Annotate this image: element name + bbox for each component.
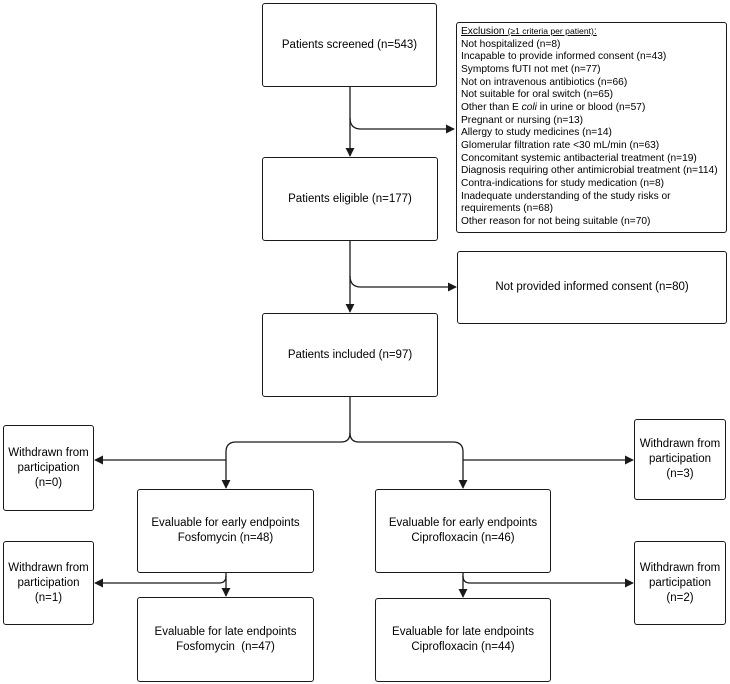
exclusion-item: Inadequate understanding of the study ri… <box>461 190 671 215</box>
late-cipro-line2: Ciprofloxacin (n=44) <box>411 641 515 653</box>
exclusion-title: Exclusion (≥1 criteria per patient): <box>461 26 597 37</box>
exclusion-item: Glomerular filtration rate <30 mL/min (n… <box>461 139 660 151</box>
label-patients-screened: Patients screened (n=543) <box>281 38 418 51</box>
box-not-provided-consent: Not provided informed consent (n=80) <box>457 251 727 324</box>
box-patients-included: Patients included (n=97) <box>262 313 438 397</box>
withdrawn-bottom-left-line2: participation <box>17 576 80 589</box>
box-early-fosfomycin: Evaluable for early endpoints Fosfomycin… <box>137 489 314 573</box>
withdrawn-bottom-right-line1: Withdrawn from <box>639 561 721 574</box>
box-withdrawn-top-left: Withdrawn from participation (n=0) <box>3 425 94 511</box>
exclusion-item: Symptoms fUTI not met (n=77) <box>461 63 601 75</box>
split-included <box>221 397 351 489</box>
early-fosfo-line2: Fosfomycin (n=48) <box>177 532 274 544</box>
withdrawn-top-left-line1: Withdrawn from <box>8 446 89 459</box>
box-withdrawn-bottom-left: Withdrawn from participation (n=1) <box>3 541 94 625</box>
arrow-withdrawn-bottom-right <box>462 575 634 588</box>
arrow-to-not-consented <box>349 275 457 292</box>
exclusion-item: Not hospitalized (n=8) <box>461 38 561 50</box>
arrow-withdrawn-bottom-left <box>94 575 227 588</box>
box-late-ciprofloxacin: Evaluable for late endpoints Ciprofloxac… <box>375 598 551 682</box>
early-cipro-line2: Ciprofloxacin (n=46) <box>411 532 515 544</box>
exclusion-item: Allergy to study medicines (n=14) <box>461 127 612 139</box>
exclusion-item: Not suitable for oral switch (n=65) <box>461 89 614 101</box>
exclusion-item: Not on intravenous antibiotics (n=66) <box>461 76 628 88</box>
box-exclusion: Exclusion (≥1 criteria per patient): Not… <box>456 22 727 233</box>
exclusion-item: Concomitant systemic antibacterial treat… <box>461 152 697 164</box>
withdrawn-top-right-line3: (n=3) <box>666 468 694 480</box>
exclusion-item: Contra-indications for study medication … <box>461 177 664 189</box>
withdrawn-top-left-line3: (n=0) <box>34 476 63 489</box>
label-patients-included: Patients included (n=97) <box>287 348 413 361</box>
late-fosfo-line1: Evaluable for late endpoints <box>154 625 297 638</box>
exclusion-item: Pregnant or nursing (n=13) <box>461 114 584 126</box>
withdrawn-top-right-line1: Withdrawn from <box>639 438 721 450</box>
withdrawn-top-right-line2: participation <box>648 453 711 465</box>
late-cipro-line1: Evaluable for late endpoints <box>392 626 534 638</box>
withdrawn-bottom-right-line2: participation <box>648 576 711 589</box>
arrow-to-exclusion <box>349 117 455 134</box>
late-fosfo-line2: Fosfomycin (n=47) <box>176 640 275 653</box>
box-withdrawn-top-right: Withdrawn from participation (n=3) <box>634 419 726 500</box>
box-withdrawn-bottom-right: Withdrawn from participation (n=2) <box>634 541 726 625</box>
withdrawn-bottom-left-line1: Withdrawn from <box>8 561 89 574</box>
early-fosfo-line1: Evaluable for early endpoints <box>151 517 300 529</box>
early-cipro-line1: Evaluable for early endpoints <box>388 517 538 529</box>
withdrawn-top-left-line2: participation <box>17 461 80 474</box>
exclusion-item: Other than E coli in urine or blood (n=5… <box>461 101 646 113</box>
label-patients-eligible: Patients eligible (n=177) <box>288 192 412 205</box>
exclusion-list: Not hospitalized (n=8)Incapable to provi… <box>461 39 722 229</box>
box-patients-screened: Patients screened (n=543) <box>262 3 437 87</box>
box-patients-eligible: Patients eligible (n=177) <box>262 157 438 241</box>
exclusion-item: Diagnosis requiring other antimicrobial … <box>461 165 718 177</box>
withdrawn-bottom-left-line3: (n=1) <box>34 591 63 604</box>
box-late-fosfomycin: Evaluable for late endpoints Fosfomycin … <box>137 597 314 682</box>
exclusion-item: Incapable to provide informed consent (n… <box>461 51 667 63</box>
box-early-ciprofloxacin: Evaluable for early endpoints Ciprofloxa… <box>375 489 551 573</box>
exclusion-item: Other reason for not being suitable (n=7… <box>461 215 651 227</box>
withdrawn-bottom-right-line3: (n=2) <box>666 591 694 604</box>
split-included-right <box>349 432 468 489</box>
label-not-provided-consent: Not provided informed consent (n=80) <box>495 281 689 293</box>
